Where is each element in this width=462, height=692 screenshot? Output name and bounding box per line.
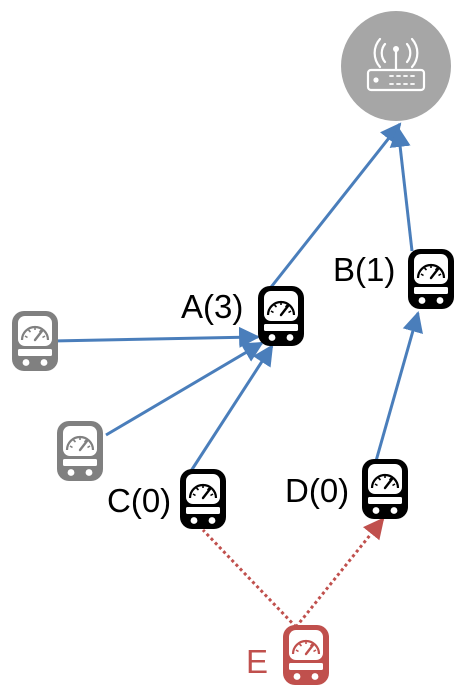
- node-e: E: [246, 623, 331, 687]
- meter-icon: [281, 623, 331, 687]
- links: [51, 122, 423, 629]
- node-c-label: C(0): [107, 482, 171, 519]
- node-a-label: A(3): [181, 288, 243, 325]
- meter-icon: [360, 457, 410, 521]
- node-d: D(0): [285, 457, 410, 521]
- node-b: B(1): [333, 247, 456, 311]
- meter-icon: [10, 309, 60, 373]
- node-e-label: E: [246, 643, 268, 680]
- link-unlabeled-2-to-a: [105, 341, 264, 437]
- link-d-to-b: [374, 310, 423, 462]
- node-unlabeled-1: [10, 309, 60, 373]
- link-a-to-gateway: [266, 122, 402, 292]
- node-c: C(0): [107, 467, 228, 531]
- node-d-label: D(0): [285, 472, 349, 509]
- meter-icon: [256, 284, 306, 348]
- candidate-link-e-to-c: [201, 528, 298, 629]
- node-a: A(3): [181, 284, 306, 348]
- link-unlabeled-1-to-a: [51, 326, 261, 348]
- node-unlabeled-2: [55, 419, 105, 483]
- meter-icon: [406, 247, 456, 311]
- meter-icon: [178, 467, 228, 531]
- candidate-link-e-to-d: [294, 517, 385, 628]
- wifi-router-icon: [341, 11, 451, 121]
- meter-icon: [55, 419, 105, 483]
- link-c-to-a: [189, 344, 274, 472]
- link-b-to-gateway: [389, 125, 414, 252]
- node-b-label: B(1): [333, 251, 395, 288]
